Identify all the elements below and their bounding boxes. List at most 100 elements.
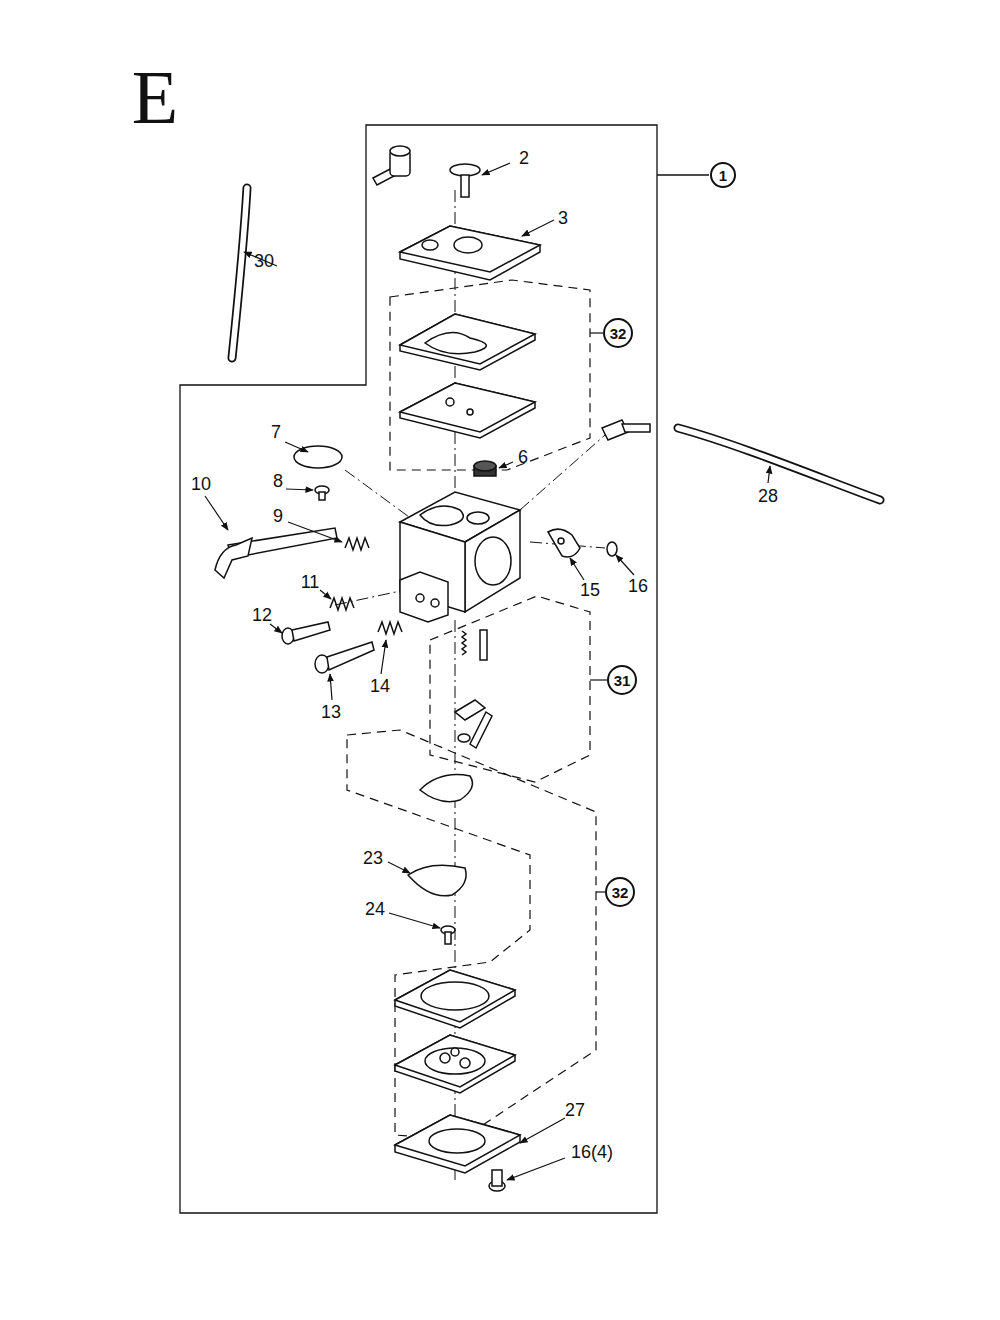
screw <box>607 542 617 556</box>
callout-number: 28 <box>758 487 778 505</box>
pump-cover <box>400 226 540 280</box>
diaphragm <box>400 383 535 438</box>
screen <box>474 461 496 471</box>
leader-line <box>507 1158 565 1180</box>
screw <box>445 932 451 944</box>
leader-line <box>388 862 410 873</box>
gasket-cutout <box>421 982 489 1010</box>
leader-line <box>616 555 634 575</box>
leader-line <box>768 466 770 483</box>
diaphragm-ring <box>425 1048 485 1074</box>
carb-block <box>400 572 448 622</box>
spring <box>330 598 354 610</box>
screw <box>458 734 470 742</box>
leader-line <box>657 174 709 175</box>
section-letter: E <box>132 59 178 135</box>
diaphragm-dot <box>467 409 473 415</box>
callout-number: 8 <box>273 472 283 490</box>
leader-line <box>499 462 513 468</box>
parts <box>215 146 650 1191</box>
leader-line <box>590 332 603 333</box>
callout-number: 7 <box>271 423 281 441</box>
diaphragm-hole <box>440 1053 450 1063</box>
gasket-cutout <box>425 333 486 354</box>
callout-circle: 32 <box>605 877 635 907</box>
spring <box>378 622 402 634</box>
lever-plate <box>548 529 580 557</box>
leader-line <box>205 496 228 530</box>
leader-line <box>286 489 313 490</box>
fuel-line-core <box>232 188 247 358</box>
leader-line <box>320 590 331 599</box>
carb-body <box>465 510 520 612</box>
axis-line <box>520 435 605 510</box>
callout-number: 13 <box>321 703 341 721</box>
callout-circle: 32 <box>603 318 633 348</box>
callout-circle: 31 <box>607 665 637 695</box>
assembly-outline <box>180 125 709 1213</box>
pump-cover <box>400 226 540 272</box>
assembly-border <box>180 125 657 1213</box>
callout-number: 31 <box>614 673 631 688</box>
callout-number: 15 <box>580 581 600 599</box>
leader-line <box>288 522 342 542</box>
kit-outline <box>347 730 596 1140</box>
kit-groups <box>347 280 596 1140</box>
callout-number: 10 <box>191 475 211 493</box>
leader-line <box>570 558 584 580</box>
leader-line <box>522 220 554 236</box>
callout-number: 11 <box>301 573 320 591</box>
diaphragm <box>395 1035 515 1093</box>
diaphragm-hole <box>460 1058 470 1068</box>
callout-circle: 1 <box>710 162 736 188</box>
callout-number: 16(4) <box>571 1143 613 1161</box>
callout-number: 23 <box>363 849 383 867</box>
callout-number: 32 <box>610 326 627 341</box>
pin <box>470 712 492 748</box>
needle <box>480 630 487 660</box>
diaphragm <box>400 383 535 432</box>
part-leaders <box>205 163 770 1180</box>
cover-dome <box>429 1129 485 1153</box>
callout-number: 3 <box>558 209 568 227</box>
callout-number: 16 <box>628 577 648 595</box>
control-lever <box>455 700 485 720</box>
leader-line <box>596 891 605 892</box>
kit-outline <box>390 280 590 470</box>
lever-hole <box>558 538 564 544</box>
fuel-line <box>232 188 247 358</box>
cover <box>395 1115 520 1173</box>
callout-number: 32 <box>612 885 629 900</box>
leader-line <box>590 679 607 680</box>
callout-number: 30 <box>254 252 274 270</box>
fitting <box>390 146 410 156</box>
fuel-lines <box>232 188 880 500</box>
screw <box>450 164 480 176</box>
callout-number: 2 <box>519 149 529 167</box>
gasket <box>395 970 515 1022</box>
callout-number: 24 <box>365 900 385 918</box>
gasket <box>400 314 535 370</box>
callout-number: 14 <box>370 677 390 695</box>
leader-line <box>330 674 332 700</box>
adjust-port <box>416 594 424 602</box>
callout-number: 1 <box>719 168 727 183</box>
leader-line <box>381 640 386 674</box>
pump-cover-boss <box>454 237 482 253</box>
carb-recess <box>420 506 463 526</box>
screw <box>461 175 469 197</box>
pump-cover-boss <box>422 240 438 250</box>
diaphragm <box>395 1035 515 1087</box>
metering-plate <box>420 775 472 802</box>
diaphragm-dot <box>446 398 454 406</box>
callout-number: 6 <box>518 448 528 466</box>
screw <box>319 492 325 500</box>
screw <box>292 622 330 641</box>
axis-line <box>455 620 456 1180</box>
throttle-lever <box>215 538 252 578</box>
leader-line <box>482 163 510 175</box>
callout-number: 27 <box>565 1101 585 1119</box>
carb-bore <box>475 537 511 585</box>
axis-line <box>335 590 405 605</box>
